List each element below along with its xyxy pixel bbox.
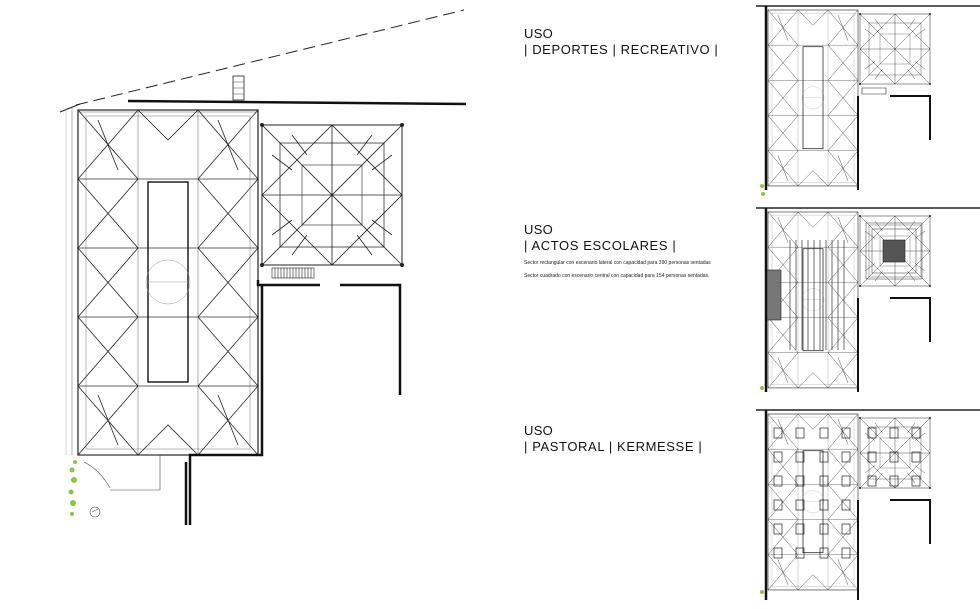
use-title: USO — [524, 26, 554, 41]
use-block-3: USO | PASTORAL | KERMESSE | — [524, 423, 702, 455]
capacity-note-rectangular: Sector rectangular con escenario lateral… — [524, 260, 711, 266]
main-floor-plan — [59, 9, 467, 525]
use-categories: | PASTORAL | KERMESSE | — [524, 439, 703, 454]
seating-rows — [789, 240, 845, 350]
stair — [271, 267, 315, 279]
kermesse-tables — [773, 427, 851, 559]
use-categories: | DEPORTES | RECREATIVO | — [524, 42, 719, 57]
use-title: USO — [524, 222, 554, 237]
capacity-note-square: Sector cuadrado con escenario central co… — [524, 273, 710, 279]
use-title: USO — [524, 423, 554, 438]
thumbnail-pastoral-kermesse — [756, 409, 980, 600]
use-categories: | ACTOS ESCOLARES | — [524, 238, 677, 253]
lateral-stage — [766, 269, 782, 321]
thumbnail-deportes — [756, 5, 980, 196]
property-boundary — [75, 9, 465, 106]
walls — [184, 280, 402, 525]
use-block-2: USO | ACTOS ESCOLARES | Sector rectangul… — [524, 222, 711, 280]
thumbnail-actos-escolares — [756, 207, 980, 392]
vegetation — [68, 460, 77, 516]
entrance-porch — [80, 454, 161, 518]
use-block-1: USO | DEPORTES | RECREATIVO | — [524, 26, 718, 58]
central-stage — [882, 239, 906, 263]
